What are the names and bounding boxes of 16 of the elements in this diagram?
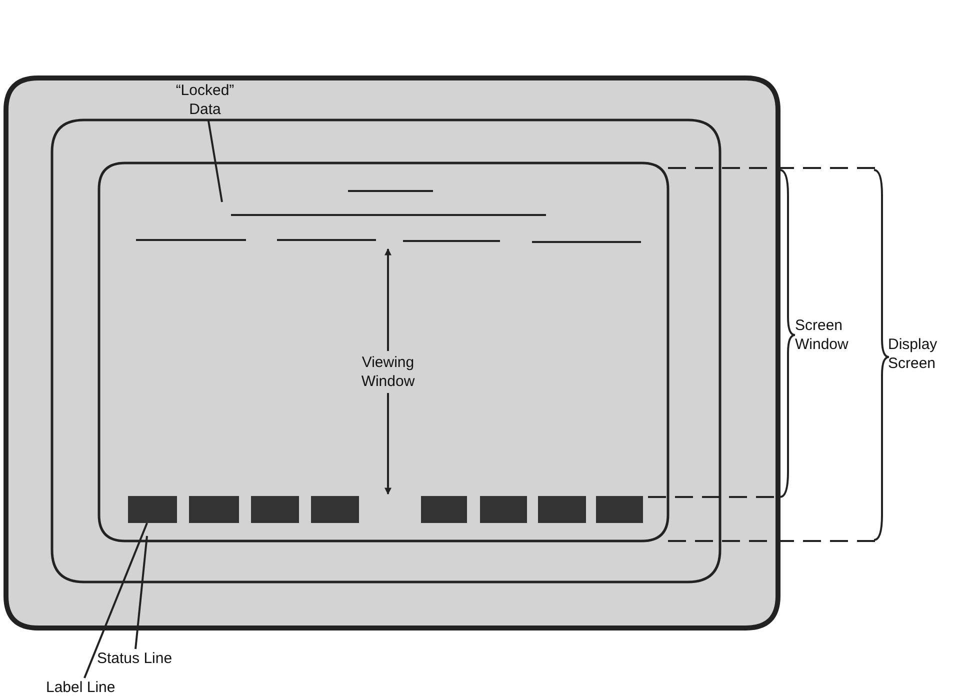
softkey-label-bar: [480, 496, 527, 523]
softkey-label-bar: [596, 496, 643, 523]
callout-label: Label Line: [46, 678, 116, 697]
softkey-label-bar: [128, 496, 177, 523]
softkey-label-bar: [421, 496, 467, 523]
brace-label: Display Screen: [888, 335, 938, 373]
softkey-label-bar: [189, 496, 239, 523]
leader-line: [84, 522, 148, 678]
brace-label: Screen Window: [795, 316, 850, 354]
softkey-label-bar: [251, 496, 299, 523]
softkey-label-bar: [311, 496, 359, 523]
softkey-label-bar: [538, 496, 586, 523]
leader-line: [134, 536, 148, 650]
callout-label: Status Line: [97, 649, 172, 668]
callout-label: “Locked” Data: [160, 81, 250, 119]
leader-line: [207, 118, 223, 202]
